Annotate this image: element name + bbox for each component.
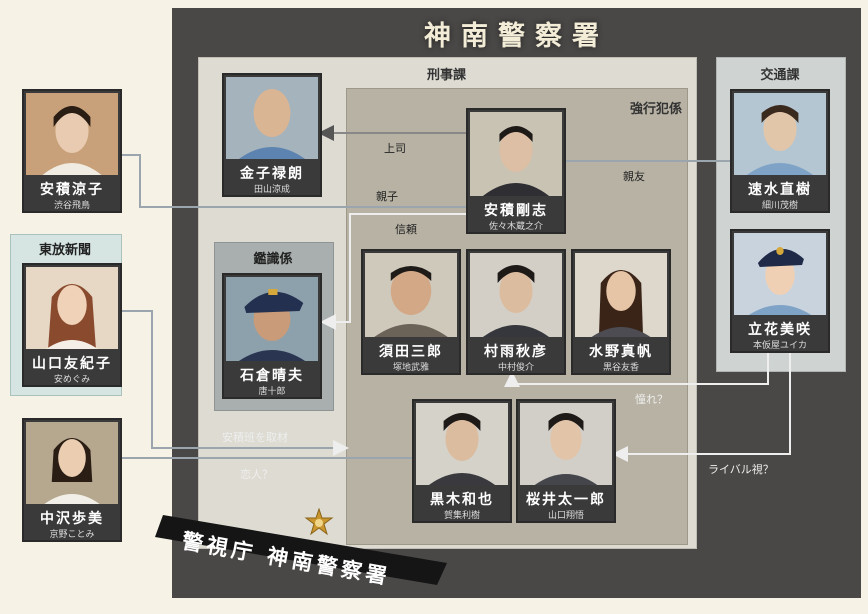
person-card-murasame[interactable]: 村雨秋彦 中村俊介 [466,249,566,375]
relation-admire: 憧れ？ [635,393,668,406]
actor-name: 塚地武雅 [392,363,429,373]
traffic-section-label: 交通課 [760,68,800,83]
portrait-photo [734,93,826,175]
person-card-yamaguchi[interactable]: 山口友紀子 安めぐみ [22,263,122,387]
admire-line [504,350,769,387]
person-card-azumi-ryoko[interactable]: 安積涼子 渋谷飛鳥 [22,89,122,213]
relation-rival: ライバル視？ [708,463,774,476]
police-badge-icon [304,508,334,536]
person-name: 山口友紀子 [32,356,112,372]
actor-name: 唐十郎 [258,387,286,397]
trust-line [320,213,466,330]
rival-line [612,350,791,462]
portrait-photo [365,253,457,337]
actor-name: 黒谷友香 [602,363,639,373]
portrait-photo [26,422,118,504]
actor-name: 安めぐみ [53,375,91,385]
relation-parent: 親子 [376,190,398,203]
person-card-ishikura[interactable]: 石倉晴夫 唐十郎 [222,273,322,399]
criminal-section-label: 刑事課 [426,68,466,83]
portrait-photo [416,403,508,485]
actor-name: 佐々木蔵之介 [488,222,543,232]
title-bar: 神南警察署 [172,8,861,58]
actor-name: 田山涼成 [253,185,290,195]
actor-name: 賀集利樹 [443,511,480,521]
portrait-photo [26,267,118,349]
portrait-photo [575,253,667,337]
actor-name: 山口翔悟 [547,511,584,521]
person-name: 中沢歩美 [40,511,104,527]
person-card-kuroki[interactable]: 黒木和也 賀集利樹 [412,399,512,523]
portrait-photo [26,93,118,175]
robbery-section-label: 強行犯係 [629,102,682,117]
person-name: 石倉晴夫 [240,368,304,384]
portrait-photo [470,112,562,196]
actor-name: 細川茂樹 [761,201,798,211]
portrait-photo [226,277,318,361]
actor-name: 京野ことみ [49,530,95,540]
person-card-azumi-takeshi[interactable]: 安積剛志 佐々木蔵之介 [466,108,566,234]
relation-boss: 上司 [384,142,406,155]
portrait-photo [520,403,612,485]
portrait-photo [470,253,562,337]
coverage-line [120,310,349,456]
person-card-kaneko[interactable]: 金子禄朗 田山涼成 [222,73,322,197]
person-card-hayami[interactable]: 速水直樹 細川茂樹 [730,89,830,213]
relation-friend: 親友 [623,170,645,183]
portrait-photo [734,233,826,315]
person-name: 金子禄朗 [240,166,304,182]
actor-name: 本仮屋ユイカ [752,341,807,351]
person-name: 須田三郎 [379,344,443,360]
person-card-nakazawa[interactable]: 中沢歩美 京野ことみ [22,418,122,542]
person-card-suda[interactable]: 須田三郎 塚地武雅 [361,249,461,375]
portrait-photo [226,77,318,159]
person-name: 立花美咲 [748,322,812,338]
person-name: 水野真帆 [589,344,653,360]
person-name: 黒木和也 [430,492,494,508]
person-name: 村雨秋彦 [484,344,548,360]
person-name: 速水直樹 [748,182,812,198]
bottom-banner [155,515,447,585]
page-title: 神南警察署 [424,20,609,52]
actor-name: 渋谷飛鳥 [53,201,90,211]
person-name: 桜井太一郎 [526,492,606,508]
person-card-sakurai[interactable]: 桜井太一郎 山口翔悟 [516,399,616,523]
relation-coverage: 安積班を取材 [222,431,288,444]
relation-lover: 恋人？ [240,468,273,481]
person-name: 安積剛志 [484,203,548,219]
relation-trust: 信頼 [395,223,417,236]
parent-line [120,154,466,208]
person-card-tachibana[interactable]: 立花美咲 本仮屋ユイカ [730,229,830,353]
person-card-mizuno[interactable]: 水野真帆 黒谷友香 [571,249,671,375]
actor-name: 中村俊介 [497,363,534,373]
person-name: 安積涼子 [40,182,104,198]
newspaper-section-label: 東放新聞 [38,243,91,258]
forensics-section-label: 鑑識係 [253,252,293,267]
